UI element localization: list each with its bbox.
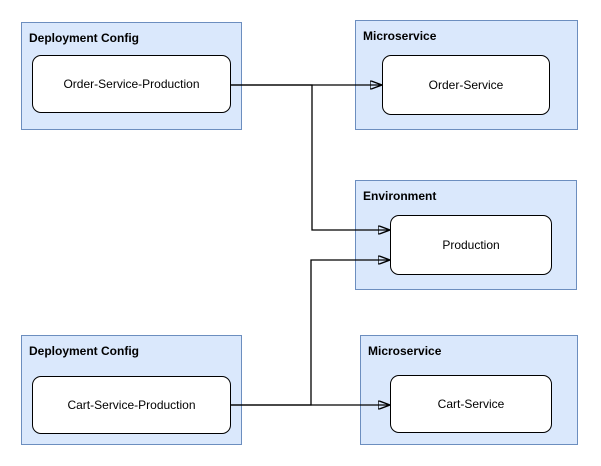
node-cart-service-production: Cart-Service-Production <box>32 376 231 434</box>
group-title: Microservice <box>368 344 442 358</box>
node-order-service: Order-Service <box>382 55 550 115</box>
node-production: Production <box>390 215 552 275</box>
group-title: Deployment Config <box>29 344 139 358</box>
node-order-service-production: Order-Service-Production <box>32 55 231 113</box>
node-label: Order-Service-Production <box>63 77 200 91</box>
group-title: Environment <box>363 189 437 203</box>
node-cart-service: Cart-Service <box>390 375 552 433</box>
group-title: Microservice <box>363 29 437 43</box>
node-label: Order-Service <box>428 78 504 92</box>
group-title: Deployment Config <box>29 31 139 45</box>
node-label: Production <box>442 238 500 252</box>
node-label: Cart-Service-Production <box>67 398 196 412</box>
node-label: Cart-Service <box>437 397 505 411</box>
